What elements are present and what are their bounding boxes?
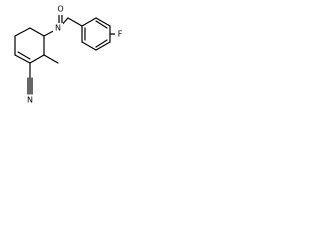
bond-methyl <box>43 54 59 64</box>
bond-ar-2 <box>95 17 111 27</box>
nitrogen-ring-bg <box>53 23 63 33</box>
oxygen-atom-label: O <box>57 5 63 14</box>
bond-ar-4 <box>95 41 111 51</box>
fluorophenyl-ring <box>81 17 119 51</box>
bond-ch2-ring <box>67 17 83 27</box>
bond-ar-double-1 <box>95 20 108 29</box>
fluorine-atom-label: F <box>118 30 123 39</box>
fluorine-bg <box>115 29 125 39</box>
pyridinone-ring <box>14 27 60 64</box>
bond-ar-5 <box>81 41 97 51</box>
bond-c4-c5 <box>14 54 31 64</box>
bond-c1-n <box>29 27 45 37</box>
oxygen-bg <box>55 5 65 15</box>
bond-ar-1 <box>81 17 97 27</box>
nitrile-group <box>27 62 33 95</box>
bond-c6-c1 <box>14 27 31 37</box>
nitrogen-nitrile-bg <box>25 95 35 105</box>
nitrogen-ring-atom-label: N <box>55 24 61 33</box>
molecule-svg: O N F N <box>14 5 125 105</box>
bond-c4-c5-double <box>17 51 31 60</box>
bond-ar-double-2 <box>95 39 108 48</box>
nitrogen-nitrile-atom-label: N <box>27 96 33 105</box>
bond-c3-c4 <box>29 54 45 64</box>
molecule-structure-diagram: O N F N <box>0 0 126 112</box>
